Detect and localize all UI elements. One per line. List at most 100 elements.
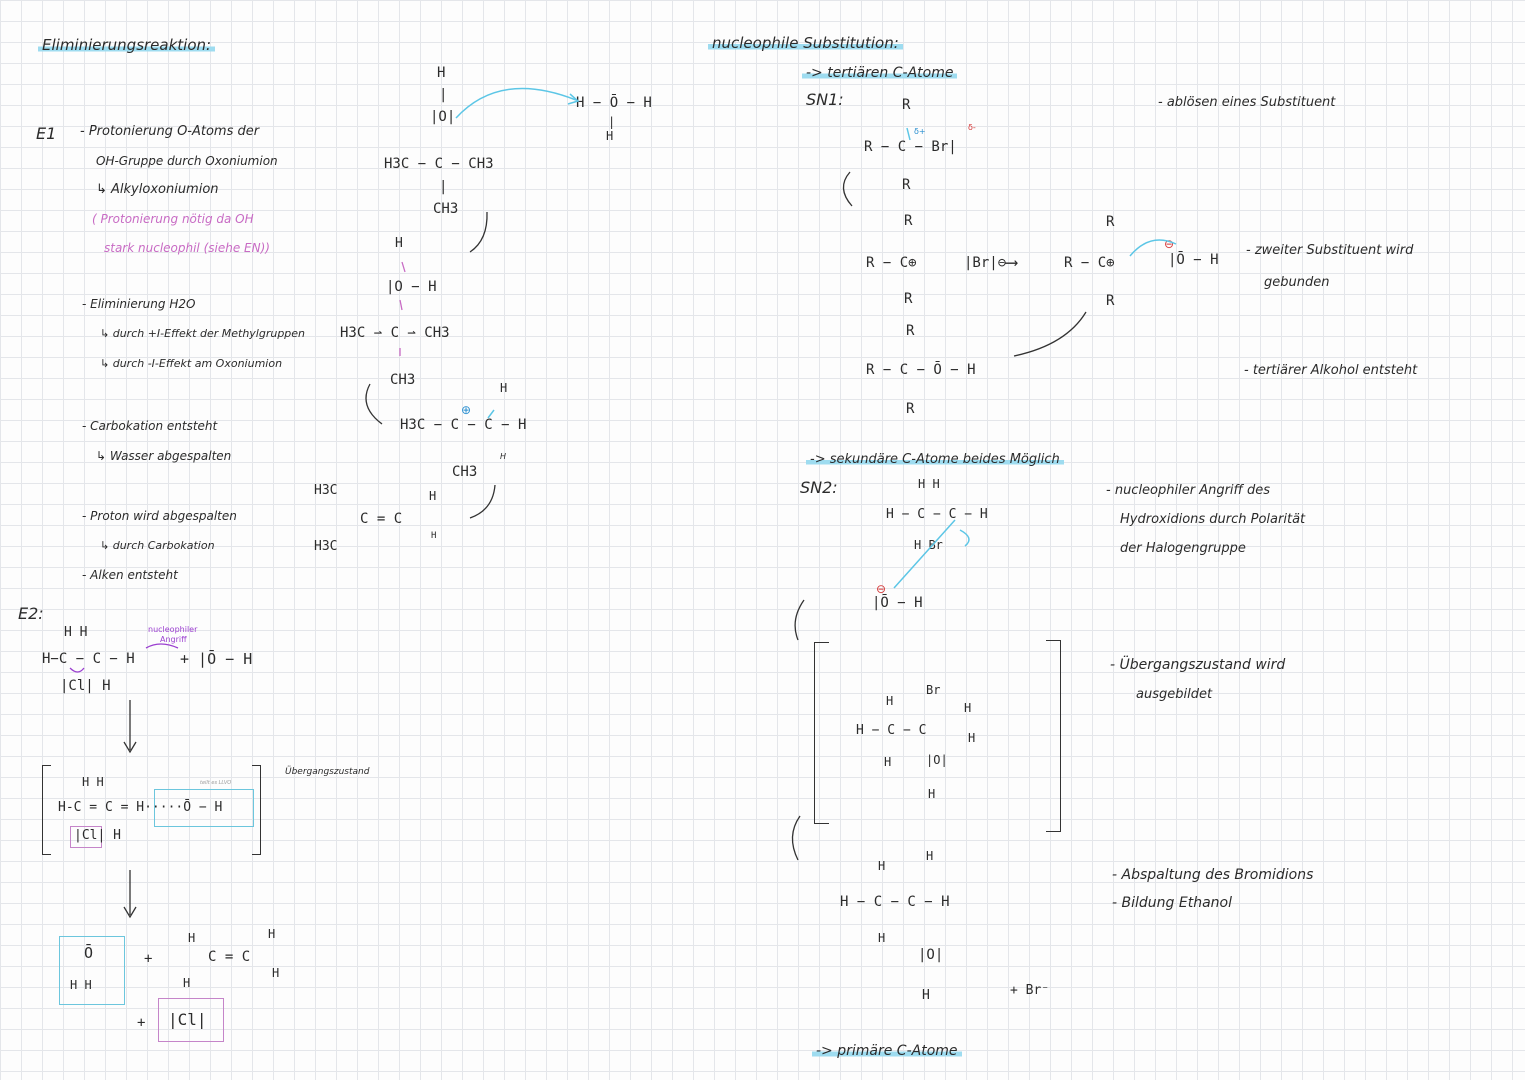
s-carbocation-ch3: CH3 bbox=[452, 464, 478, 480]
sn2-prod-h-top: H bbox=[926, 849, 934, 863]
sn2-ts-o: |O| bbox=[926, 753, 948, 767]
e2-uebergang: Übergangszustand bbox=[285, 767, 370, 777]
e2-label: E2: bbox=[18, 604, 44, 623]
e2-small-note: teilt es LLVO bbox=[200, 780, 232, 786]
alk-h4: H bbox=[272, 966, 280, 980]
sn2-ts-h5: H bbox=[884, 755, 892, 769]
sn1-br-ion: |Br|⊖ bbox=[964, 255, 1007, 271]
s-alkene-h3c-bottom: H3C bbox=[314, 539, 338, 554]
sn1-arrow-2 bbox=[1013, 311, 1087, 357]
s-h-top: H bbox=[437, 65, 446, 81]
e2-nucleophil-1: nucleophiler bbox=[148, 625, 198, 634]
alk-h2: H bbox=[183, 976, 191, 990]
sn2-ts-h3: H bbox=[968, 731, 976, 745]
sn2-note-3a: - Abspaltung des Bromidions bbox=[1112, 867, 1314, 883]
sn1-r2: R bbox=[904, 213, 913, 229]
sn1-r-top: R bbox=[902, 97, 911, 113]
e1-b3-l2: ↳ Wasser abgespalten bbox=[96, 449, 232, 463]
s-bar: | bbox=[439, 87, 448, 103]
s-carbocation-h2: H bbox=[500, 452, 507, 461]
e1-arrow-1 bbox=[469, 211, 488, 253]
s-ch3-below: CH3 bbox=[433, 201, 459, 217]
water-leaving-arrow bbox=[455, 87, 577, 119]
e2-row: H−C − C − H bbox=[42, 651, 135, 667]
e2-nucleophil-2: Angriff bbox=[160, 635, 187, 644]
sn2-row1: H − C − C − H bbox=[886, 507, 988, 522]
s-water-bar: | bbox=[608, 115, 616, 129]
sn1-note-2a: - zweiter Substituent wird bbox=[1246, 243, 1414, 258]
sn2-note-2b: ausgebildet bbox=[1136, 687, 1213, 702]
primaere-label: -> primäre C-Atome bbox=[812, 1044, 962, 1058]
e1-label: E1 bbox=[36, 124, 57, 143]
prod-plus2: + bbox=[137, 1015, 146, 1031]
s-alkene-row: C = C bbox=[360, 511, 403, 527]
sn2-note-1c: der Halogengruppe bbox=[1120, 541, 1246, 556]
sn2-ts-br: Br bbox=[926, 683, 941, 697]
e1-b1-l3: ↳ Alkyloxoniumion bbox=[96, 182, 219, 197]
prod-h: H H bbox=[70, 978, 92, 992]
sn2-h-top: H H bbox=[918, 477, 940, 491]
e2-purple-arrow bbox=[145, 643, 179, 649]
sn2-note-1b: Hydroxidions durch Polarität bbox=[1120, 512, 1306, 527]
e1-b1-note1: ( Protonierung nötig da OH bbox=[92, 212, 254, 226]
e2-ho: + |Ō − H bbox=[180, 650, 253, 668]
sn2-note-1a: - nucleophiler Angriff des bbox=[1106, 483, 1271, 498]
sn2-ts-h4: H bbox=[928, 787, 936, 801]
sn1-row3: R − C⊕ bbox=[1064, 255, 1115, 271]
sn2-prod-o: |O| bbox=[918, 947, 944, 963]
alk-row: C = C bbox=[208, 949, 251, 965]
e1-b1-l1: - Protonierung O-Atoms der bbox=[80, 124, 260, 139]
e1-b1-l2: OH-Gruppe durch Oxoniumion bbox=[96, 154, 278, 168]
left-title: Eliminierungsreaktion: bbox=[38, 38, 216, 53]
s-ch3-2: CH3 bbox=[390, 372, 416, 388]
s-bar2: | bbox=[439, 179, 448, 195]
s-alkene-h-top: H bbox=[429, 489, 437, 503]
e1-arrow-3 bbox=[469, 484, 496, 519]
e2-h1: H H bbox=[64, 625, 88, 640]
pink-arrow-1 bbox=[399, 299, 403, 311]
sn1-label: SN1: bbox=[806, 90, 844, 109]
sn2-ts-row: H − C − C bbox=[856, 723, 927, 738]
sn1-delta-minus: δ- bbox=[968, 123, 976, 132]
e1-b2-l1: - Eliminierung H2O bbox=[82, 297, 196, 311]
alk-h3: H bbox=[268, 927, 276, 941]
sn1-oh: |Ō − H bbox=[1168, 252, 1219, 268]
sn2-prod-h-bl: H bbox=[878, 931, 886, 945]
sn1-oh-minus: ⊖ bbox=[1164, 237, 1175, 251]
sn2-h-bottom: H Br bbox=[914, 538, 943, 552]
tertiaer-label: -> tertiären C-Atome bbox=[802, 66, 958, 80]
sn2-prod-h-left: H bbox=[878, 859, 886, 873]
s-ch3-row: H3C − C − CH3 bbox=[384, 156, 494, 172]
ts-row: H-C = C = H·····Ō − H bbox=[58, 800, 223, 815]
sn2-arrow-2 bbox=[791, 815, 801, 861]
s-methyl-row: H3C ⇀ C ⇀ CH3 bbox=[340, 325, 450, 341]
e1-b2-l3: ↳ durch -I-Effekt am Oxoniumion bbox=[100, 357, 283, 370]
e1-b3-l1: - Carbokation entsteht bbox=[82, 419, 218, 433]
e1-b5-l1: - Alken entsteht bbox=[82, 568, 178, 582]
sn1-r3: R bbox=[904, 291, 913, 307]
sn2-prod-row: H − C − C − H bbox=[840, 894, 950, 910]
ts-box bbox=[154, 789, 254, 827]
sn2-ts-h2: H bbox=[964, 701, 972, 715]
sn1-r-bottom: R bbox=[902, 177, 911, 193]
sn1-delta-plus: δ+ bbox=[914, 127, 926, 136]
sn1-note-1: - ablösen eines Substituent bbox=[1158, 95, 1336, 110]
s-alkene-h3c-top: H3C bbox=[314, 483, 338, 498]
sn1-row2: R − C⊕ bbox=[866, 255, 917, 271]
sn1-r6: R bbox=[906, 323, 915, 339]
sn2-note-3b: - Bildung Ethanol bbox=[1112, 895, 1232, 911]
alk-h1: H bbox=[188, 931, 196, 945]
sn2-arrow-1 bbox=[794, 599, 805, 641]
sn1-row1: R − C − Br| bbox=[864, 139, 957, 155]
e1-b4-l2: ↳ durch Carbokation bbox=[100, 539, 215, 552]
sn1-row4: R − C − Ō − H bbox=[866, 362, 976, 378]
sn2-ts-h: H bbox=[886, 694, 894, 708]
e1-b4-l1: - Proton wird abgespalten bbox=[82, 509, 237, 523]
s-alkene-h-bottom: H bbox=[431, 531, 437, 541]
prod-water-box bbox=[59, 936, 125, 1005]
sn2-oh: |Ō − H bbox=[872, 595, 923, 611]
prod-o: Ō bbox=[84, 944, 94, 962]
sn2-br-minus: + Br⁻ bbox=[1010, 983, 1050, 998]
e2-bracket-left bbox=[42, 765, 51, 855]
